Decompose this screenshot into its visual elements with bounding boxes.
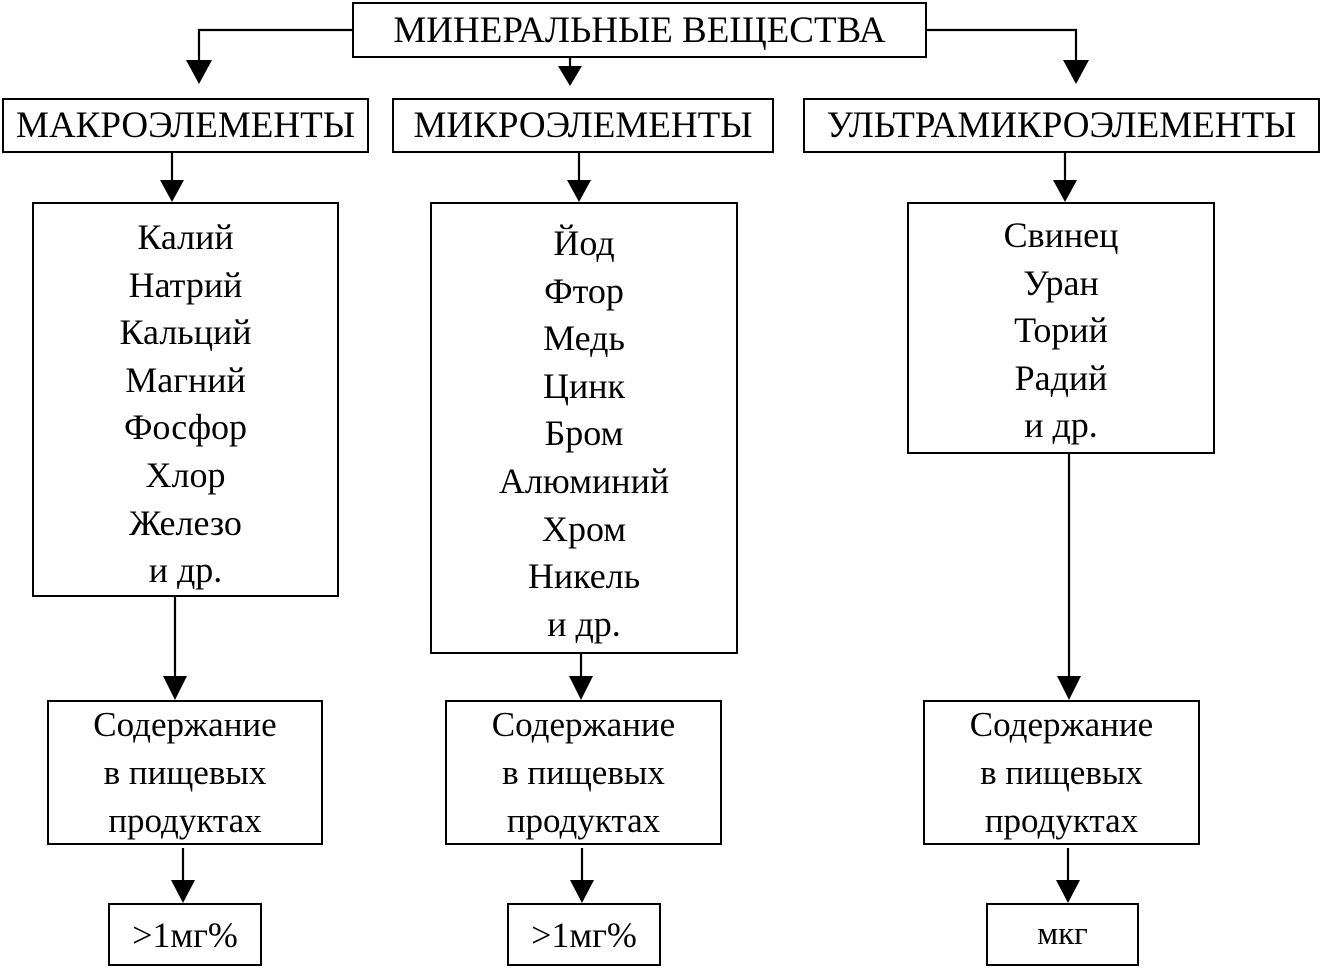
content-line: в пищевых (980, 752, 1143, 792)
value-label: мкг (1037, 916, 1088, 952)
content-line: в пищевых (103, 752, 267, 792)
arrow-head (1057, 676, 1081, 700)
value-label: >1мг% (132, 914, 238, 955)
content-line: Содержание (969, 704, 1154, 744)
macro-content-box: Содержание в пищевых продуктах (47, 700, 323, 845)
element-item: Хлор (145, 454, 226, 495)
element-item: Фтор (544, 270, 624, 311)
element-item: Бром (544, 413, 624, 454)
element-item: Радий (1014, 357, 1108, 398)
micro-content-box: Содержание в пищевых продуктах (445, 700, 722, 845)
root-box: МИНЕРАЛЬНЫЕ ВЕЩЕСТВА (352, 2, 927, 58)
element-item: Медь (543, 318, 625, 359)
macro-elements-box: Калий Натрий Кальций Магний Фосфор Хлор … (32, 202, 339, 597)
macro-header-label: МАКРОЭЛЕМЕНТЫ (16, 105, 355, 146)
element-item: Йод (553, 223, 615, 263)
arrow-head (163, 676, 187, 700)
ultramicro-value-box: мкг (986, 903, 1139, 966)
content-line: продуктах (506, 800, 661, 840)
element-item: Алюминий (498, 460, 670, 501)
macro-value-box: >1мг% (108, 903, 262, 966)
arrow-root-to-macro (197, 28, 352, 80)
micro-header-box: МИКРОЭЛЕМЕНТЫ (392, 98, 774, 153)
element-item: Торий (1014, 310, 1108, 351)
arrow-head (1056, 880, 1080, 903)
micro-elements-box: Йод Фтор Медь Цинк Бром Алюминий Хром Ни… (430, 202, 738, 654)
arrow-head (570, 880, 594, 903)
element-item: Хром (541, 508, 627, 549)
element-item: Цинк (542, 365, 626, 406)
element-item: и др. (1024, 405, 1098, 446)
element-item: Железо (129, 502, 242, 543)
content-line: в пищевых (502, 752, 665, 792)
ultramicro-header-label: УЛЬТРАМИКРОЭЛЕМЕНТЫ (826, 105, 1297, 146)
arrow-head (558, 66, 582, 86)
ultramicro-elements-box: Свинец Уран Торий Радий и др. (907, 202, 1215, 454)
arrow-head (1053, 180, 1077, 202)
element-item: Фосфор (123, 407, 248, 448)
ultramicro-header-box: УЛЬТРАМИКРОЭЛЕМЕНТЫ (803, 98, 1320, 153)
ultramicro-content-box: Содержание в пищевых продуктах (923, 700, 1200, 845)
arrow-head (1063, 60, 1089, 84)
micro-header-label: МИКРОЭЛЕМЕНТЫ (413, 105, 753, 146)
element-item: Кальций (119, 312, 252, 353)
content-line: Содержание (491, 704, 676, 744)
content-line: Содержание (93, 704, 277, 744)
micro-value-box: >1мг% (507, 903, 661, 966)
content-line: продуктах (984, 800, 1139, 840)
value-label: >1мг% (531, 914, 637, 955)
root-label: МИНЕРАЛЬНЫЕ ВЕЩЕСТВА (393, 9, 886, 51)
arrow-head (186, 60, 212, 84)
arrow-head (160, 180, 184, 202)
macro-header-box: МАКРОЭЛЕМЕНТЫ (2, 98, 369, 153)
arrow-root-to-ultramicro (926, 28, 1078, 80)
element-item: Свинец (1003, 215, 1119, 255)
arrow-head (569, 676, 593, 700)
content-line: продуктах (108, 800, 262, 840)
element-item: Уран (1023, 262, 1099, 303)
arrow-head (567, 180, 591, 202)
arrow-head (171, 880, 195, 903)
element-item: Калий (137, 217, 234, 257)
element-item: и др. (547, 603, 621, 644)
element-item: Магний (125, 359, 246, 400)
element-item: Натрий (128, 264, 243, 305)
element-item: Никель (527, 556, 641, 597)
element-item: и др. (148, 550, 223, 591)
